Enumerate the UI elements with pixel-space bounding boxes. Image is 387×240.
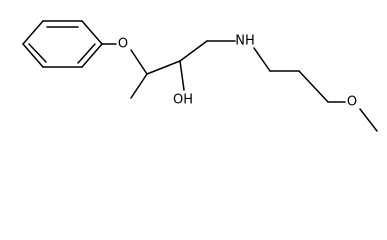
methoxy-methyl-bond <box>359 108 378 132</box>
propyl-bond-2 <box>298 70 329 103</box>
atom-labels: O OH NH O <box>118 34 357 110</box>
ether-oxygen-label: O <box>118 37 128 52</box>
c3-c2-bond <box>146 60 181 75</box>
hydroxyl-label: OH <box>173 93 193 108</box>
c3-methyl-bond <box>130 73 148 99</box>
amine-propyl-bond <box>253 47 271 72</box>
ring-bond-5 <box>22 43 44 68</box>
oxygen-c3-bond <box>130 49 148 75</box>
ring-bond-3 <box>81 43 103 68</box>
c2-hydroxyl-bond <box>179 60 185 91</box>
chain-bonds <box>101 40 378 132</box>
chemical-structure-diagram: O OH NH O <box>22 20 378 132</box>
ring-double-bond-2 <box>77 43 96 64</box>
ring-bond-6 <box>22 20 44 45</box>
ring-bond-2 <box>81 20 103 45</box>
amine-label: NH <box>235 34 255 49</box>
methoxy-oxygen-label: O <box>347 95 357 110</box>
phenyl-ring <box>22 20 103 68</box>
ring-double-bond-3 <box>28 43 47 63</box>
c2-c1-bond <box>179 40 208 62</box>
